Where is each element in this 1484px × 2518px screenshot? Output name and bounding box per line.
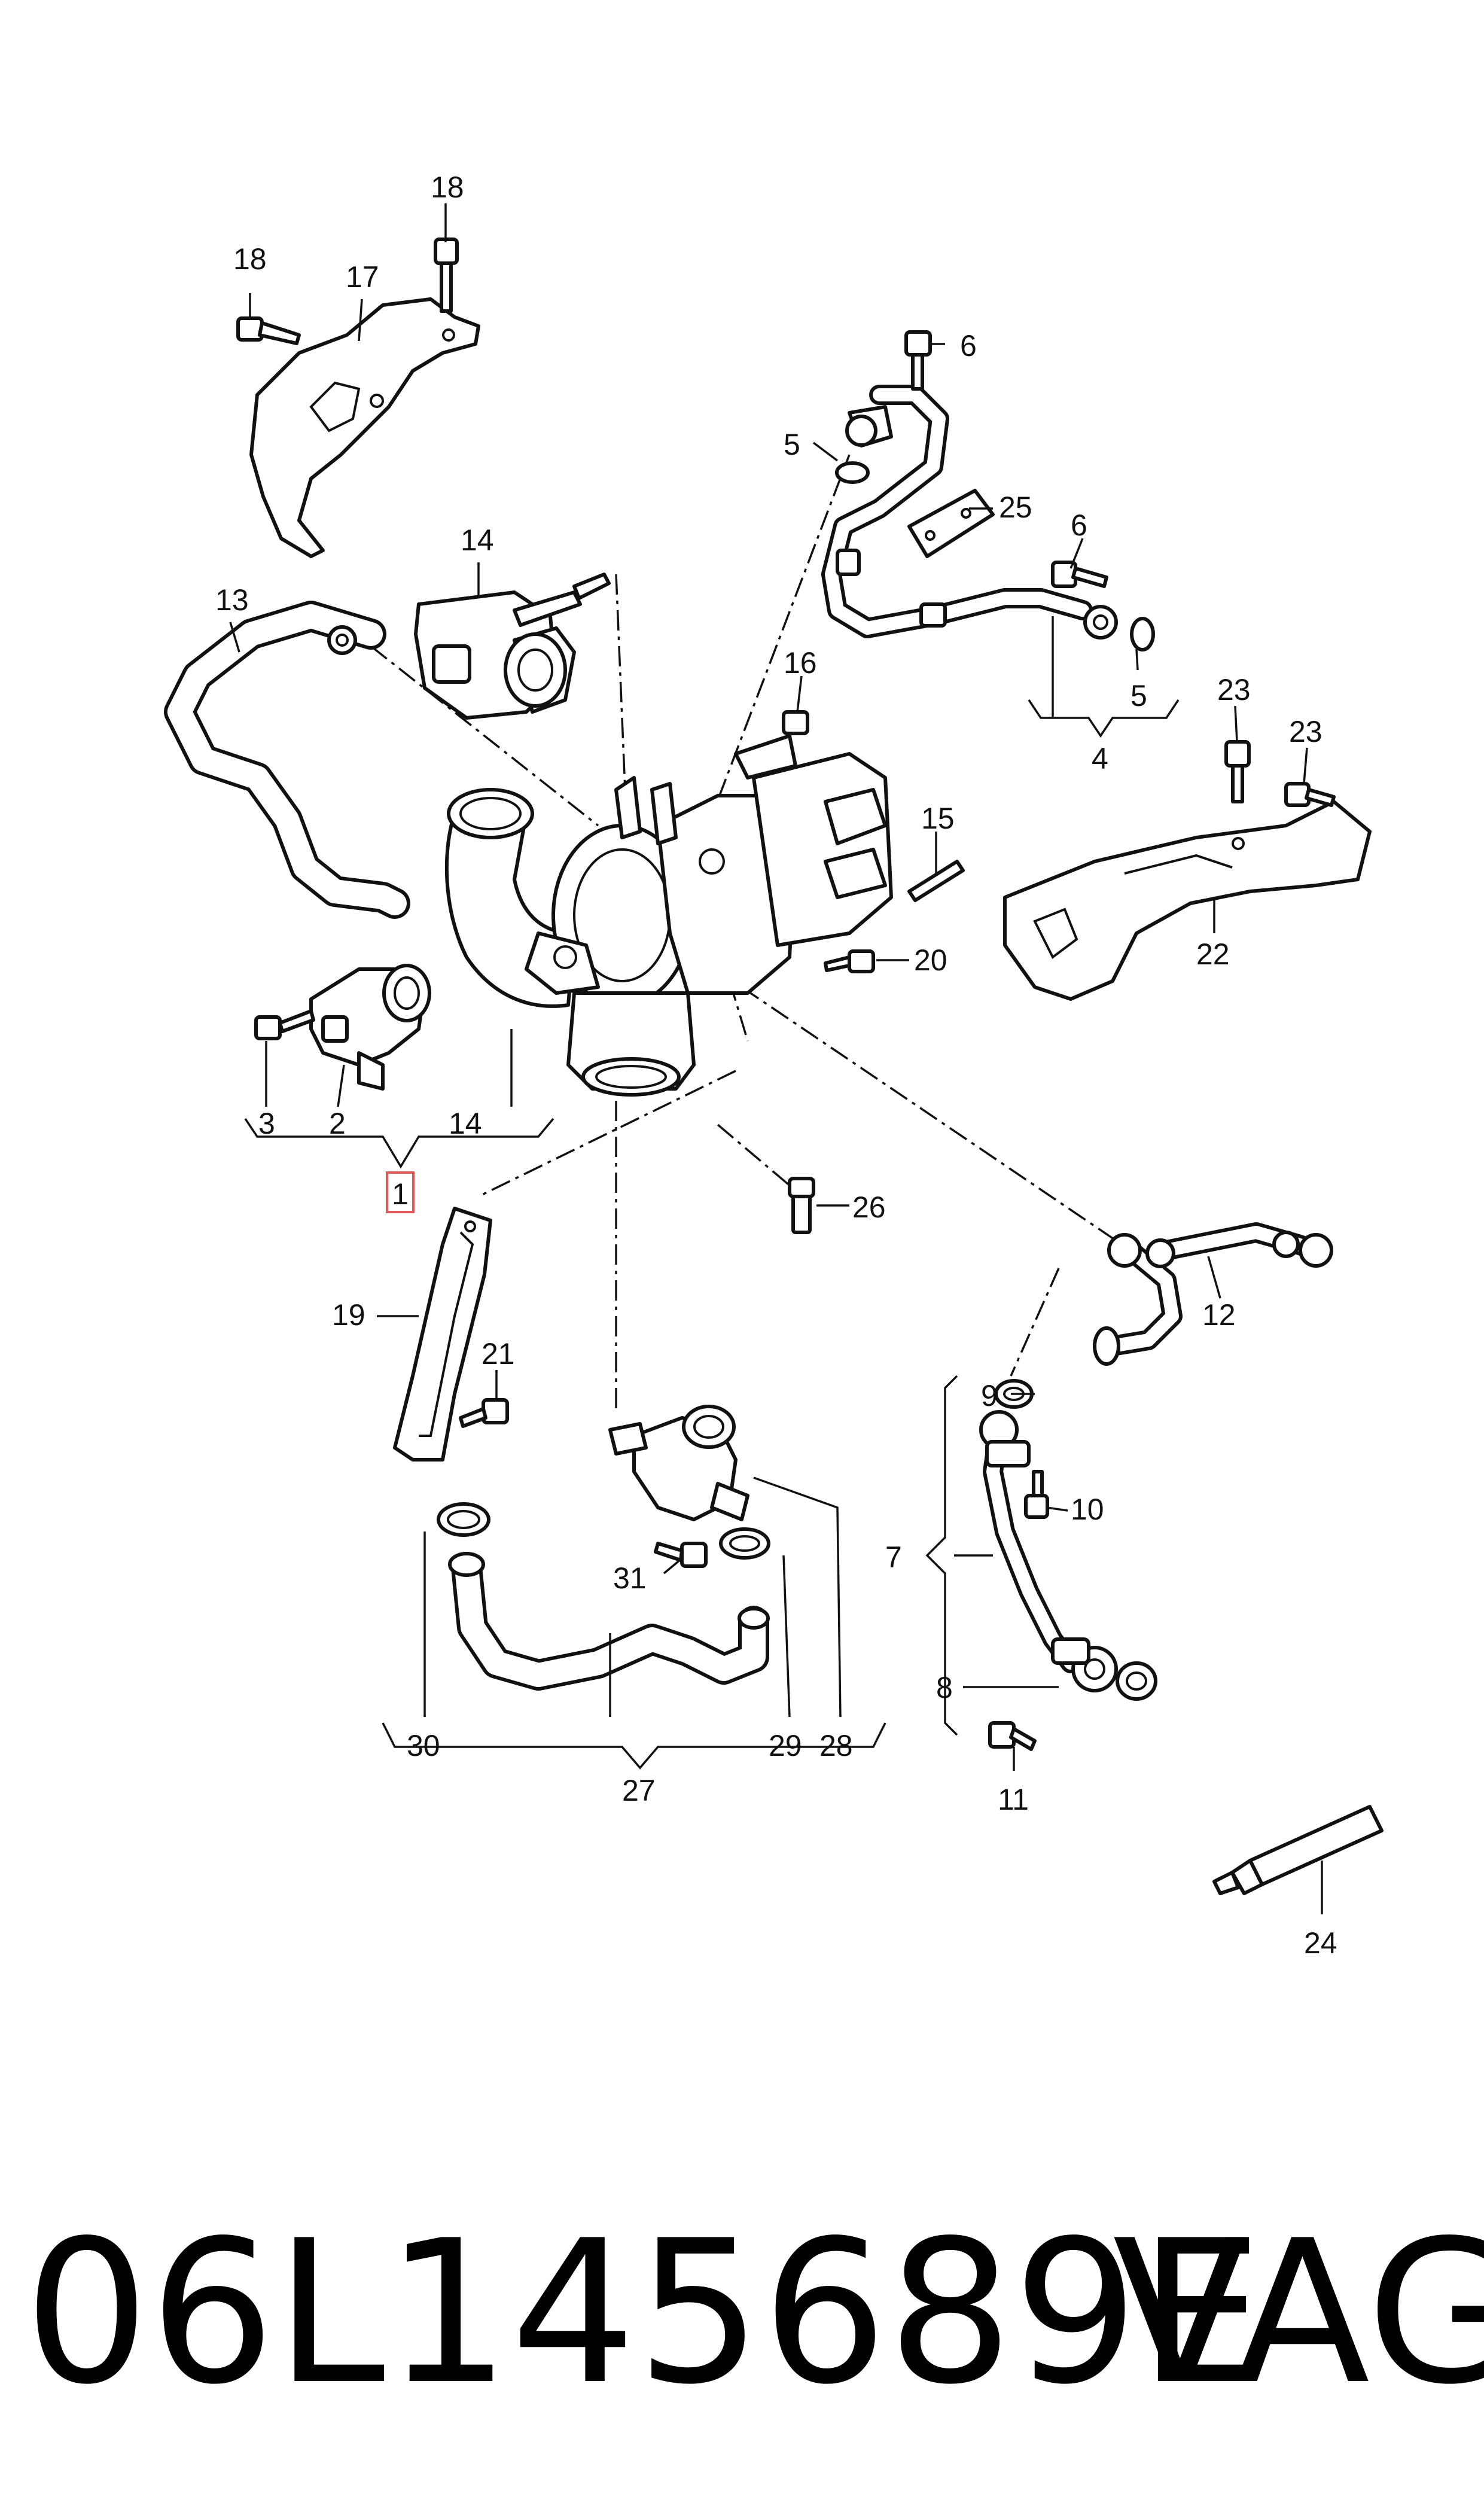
bolt-18-left — [236, 316, 301, 345]
callout-31: 31 — [613, 1561, 647, 1595]
oil-return-pipe-7 — [979, 1410, 1118, 1692]
callout-22: 22 — [1196, 937, 1230, 971]
callout-2: 2 — [329, 1107, 346, 1140]
leader-lines — [229, 203, 1323, 1914]
callout-5-top: 5 — [784, 428, 800, 461]
callout-3: 3 — [258, 1107, 275, 1140]
callout-15: 15 — [921, 802, 955, 835]
bolt-10 — [1024, 1470, 1049, 1519]
stud-15 — [907, 860, 965, 902]
callout-20: 20 — [914, 943, 947, 977]
callout-12: 12 — [1202, 1298, 1236, 1332]
callout-16: 16 — [784, 646, 817, 680]
oil-supply-pipe-4 — [821, 385, 1118, 640]
callout-18-left: 18 — [233, 242, 267, 276]
nipple-26 — [788, 1177, 815, 1234]
bolt-20 — [824, 949, 875, 973]
callout-14-top: 14 — [461, 523, 494, 557]
callout-1-highlight — [386, 1171, 415, 1213]
callout-7: 7 — [885, 1540, 902, 1574]
callout-23-top: 23 — [1217, 673, 1251, 707]
nut-16 — [782, 710, 809, 735]
bolt-6-top — [904, 330, 932, 391]
callout-1: 1 — [392, 1177, 409, 1211]
heat-shield-22 — [1003, 800, 1372, 1001]
hose-27 — [448, 1552, 770, 1691]
bolt-3 — [254, 1009, 315, 1040]
callout-24: 24 — [1304, 1926, 1337, 1960]
bolt-21 — [459, 1398, 509, 1428]
callout-4: 4 — [1092, 742, 1108, 775]
control-valve-2 — [309, 964, 431, 1091]
callout-30: 30 — [407, 1729, 440, 1762]
callout-17: 17 — [346, 260, 379, 294]
callout-11: 11 — [998, 1783, 1029, 1816]
bolt-18-top — [434, 238, 459, 313]
callout-26: 26 — [852, 1191, 886, 1224]
callout-10: 10 — [1071, 1493, 1104, 1526]
callout-14-bottom: 14 — [449, 1107, 482, 1140]
callout-27: 27 — [622, 1774, 656, 1807]
brand-label: VAG — [1113, 2198, 1484, 2428]
heat-shield-17 — [249, 297, 480, 558]
bracket-25 — [907, 489, 995, 558]
callout-28: 28 — [819, 1729, 853, 1762]
callout-5-right: 5 — [1130, 679, 1147, 713]
bolt-31 — [654, 1542, 708, 1568]
coolant-hose-13 — [164, 601, 410, 919]
bolt-23-top — [1224, 740, 1251, 803]
callout-6-right: 6 — [1071, 509, 1087, 542]
coolant-pipe-12 — [1093, 1222, 1333, 1366]
callout-23-right: 23 — [1289, 715, 1323, 748]
bolt-6-right — [1051, 561, 1108, 588]
seal-ring-5-top — [835, 461, 870, 484]
part-number: 06L145689E — [24, 2198, 1263, 2428]
callout-9: 9 — [981, 1379, 998, 1412]
seal-ring-5-right — [1130, 617, 1155, 651]
turbocharger-1 — [444, 734, 893, 1097]
callout-29: 29 — [769, 1729, 802, 1762]
callout-21: 21 — [482, 1337, 515, 1371]
callout-18-top: 18 — [431, 170, 464, 204]
diverter-valve-28 — [608, 1405, 749, 1521]
sealant-tube-24 — [1212, 1805, 1384, 1895]
wastegate-actuator-14 — [414, 573, 611, 720]
callout-13: 13 — [215, 583, 249, 617]
gasket-8 — [1116, 1661, 1157, 1701]
callout-8: 8 — [936, 1671, 953, 1704]
gasket-19 — [393, 1207, 492, 1462]
bolt-23-right — [1284, 782, 1336, 807]
callout-6-top: 6 — [960, 329, 977, 363]
clamp-29 — [719, 1527, 770, 1560]
callout-19: 19 — [332, 1298, 365, 1332]
callout-25: 25 — [999, 491, 1032, 524]
clamp-30 — [437, 1502, 490, 1537]
bolt-11 — [988, 1721, 1037, 1751]
callouts: 1 2 3 4 5 5 6 6 7 8 9 10 11 12 13 14 14 … — [215, 170, 1337, 1960]
